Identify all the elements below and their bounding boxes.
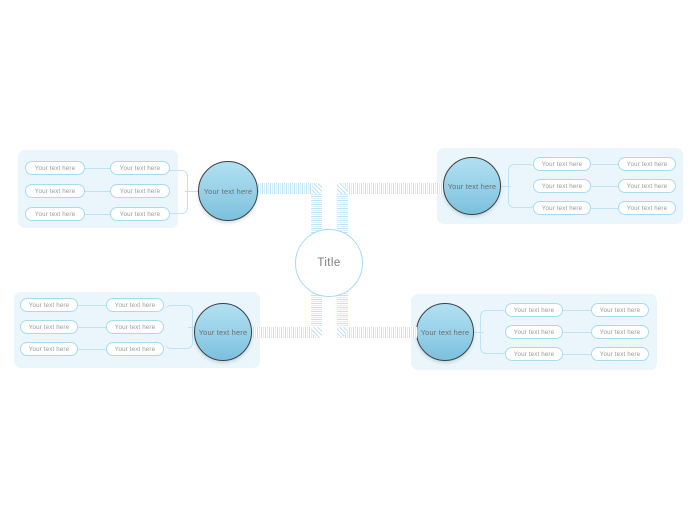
node-box-tr-outer-2[interactable]: Your text here — [618, 179, 676, 193]
node-box-br-outer-1[interactable]: Your text here — [591, 303, 649, 317]
connector-br-row1 — [563, 310, 591, 311]
branch-circle-bottom-left[interactable]: Your text here — [194, 303, 252, 361]
node-box-tl-inner-2[interactable]: Your text here — [110, 184, 170, 198]
node-box-tr-inner-1[interactable]: Your text here — [533, 157, 591, 171]
connector-tr-row3 — [591, 208, 618, 209]
ribbon-center-top-right-vertical — [337, 190, 348, 245]
node-box-bl-inner-2[interactable]: Your text here — [106, 320, 164, 334]
elbow-top-left — [160, 170, 188, 214]
ribbon-corner-bottom-left — [311, 327, 322, 338]
ribbon-corner-bottom-right — [337, 327, 348, 338]
ribbon-center-top-left-vertical — [311, 190, 322, 245]
ribbon-corner-top-right — [337, 183, 348, 194]
node-box-br-inner-1[interactable]: Your text here — [505, 303, 563, 317]
ribbon-corner-top-left — [311, 183, 322, 194]
connector-tl-row2 — [85, 191, 110, 192]
node-box-tr-outer-1[interactable]: Your text here — [618, 157, 676, 171]
ribbon-center-top-right-horizontal — [341, 183, 443, 194]
node-box-bl-inner-3[interactable]: Your text here — [106, 342, 164, 356]
ribbon-center-bottom-right-vertical — [337, 277, 348, 332]
node-box-bl-outer-3[interactable]: Your text here — [20, 342, 78, 356]
node-box-bl-outer-1[interactable]: Your text here — [20, 298, 78, 312]
node-box-bl-outer-2[interactable]: Your text here — [20, 320, 78, 334]
branch-circle-bottom-right[interactable]: Your text here — [416, 303, 474, 361]
node-box-tl-outer-1[interactable]: Your text here — [25, 161, 85, 175]
connector-tr-row1 — [591, 164, 618, 165]
connector-tl-row3 — [85, 214, 110, 215]
node-box-br-inner-3[interactable]: Your text here — [505, 347, 563, 361]
connector-bl-row1 — [78, 305, 106, 306]
ribbon-center-bottom-left-vertical — [311, 277, 322, 332]
ribbon-center-bottom-right-horizontal — [341, 327, 417, 338]
node-box-tl-outer-2[interactable]: Your text here — [25, 184, 85, 198]
ribbon-center-top-left-horizontal — [258, 183, 318, 194]
node-box-br-outer-2[interactable]: Your text here — [591, 325, 649, 339]
elbow-bottom-right — [480, 310, 508, 354]
ribbon-center-bottom-left-horizontal — [253, 327, 318, 338]
connector-br-row3 — [563, 354, 591, 355]
connector-tl-row1 — [85, 168, 110, 169]
node-box-bl-inner-1[interactable]: Your text here — [106, 298, 164, 312]
connector-circle-to-elbow-top-right — [497, 186, 511, 187]
center-node-title[interactable]: Title — [295, 229, 363, 297]
node-box-tl-outer-3[interactable]: Your text here — [25, 207, 85, 221]
node-box-br-outer-3[interactable]: Your text here — [591, 347, 649, 361]
branch-circle-top-right[interactable]: Your text here — [443, 157, 501, 215]
connector-tr-row2 — [591, 186, 618, 187]
node-box-tl-inner-3[interactable]: Your text here — [110, 207, 170, 221]
node-box-tr-inner-2[interactable]: Your text here — [533, 179, 591, 193]
connector-br-row2 — [563, 332, 591, 333]
connector-bl-row3 — [78, 349, 106, 350]
elbow-top-right — [508, 164, 536, 208]
node-box-tr-inner-3[interactable]: Your text here — [533, 201, 591, 215]
connector-circle-to-elbow-top-left — [185, 191, 203, 192]
node-box-tl-inner-1[interactable]: Your text here — [110, 161, 170, 175]
node-box-tr-outer-3[interactable]: Your text here — [618, 201, 676, 215]
branch-circle-top-left[interactable]: Your text here — [198, 161, 258, 221]
node-box-br-inner-2[interactable]: Your text here — [505, 325, 563, 339]
connector-bl-row2 — [78, 327, 106, 328]
connector-circle-to-elbow-bottom-right — [470, 332, 484, 333]
